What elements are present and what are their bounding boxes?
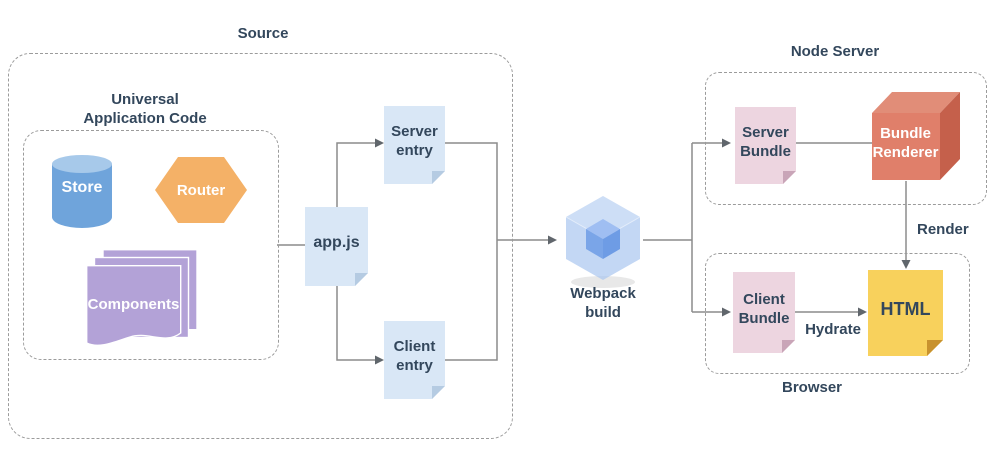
server-entry-label: Server entry — [391, 123, 438, 159]
store-cylinder-icon: Store — [52, 155, 112, 228]
html-label: HTML — [880, 298, 931, 319]
store-label: Store — [61, 179, 103, 196]
client-bundle-file-icon: Client Bundle — [733, 272, 795, 353]
source-label: Source — [237, 25, 289, 42]
store-cylinder-body — [52, 164, 112, 228]
client-entry-label: Client entry — [393, 338, 436, 374]
client-bundle-page-body — [733, 272, 795, 353]
server-bundle-file-icon: Server Bundle — [735, 107, 796, 184]
browser-container — [705, 253, 970, 374]
bundle-renderer-label: Bundle Renderer — [872, 125, 939, 161]
webpack-build-label: Webpack build — [570, 285, 636, 321]
components-sheets-icon — [86, 249, 198, 346]
bundle-renderer-cube-icon — [872, 92, 960, 180]
universal-application-code-container — [23, 130, 279, 360]
server-entry-file-icon: Server entry — [384, 106, 445, 184]
html-file-icon: HTML — [868, 270, 943, 356]
source-container — [8, 53, 513, 439]
appjs-file-icon: app.js — [305, 207, 368, 286]
webpack-cube-icon — [565, 196, 641, 288]
node-server-container — [705, 72, 987, 205]
universal-application-code-label: Universal Application Code — [83, 91, 207, 127]
hydrate-edge-label: Hydrate — [805, 321, 861, 338]
render-edge-label: Render — [917, 221, 969, 238]
node-server-label: Node Server — [790, 43, 880, 60]
appjs-label: app.js — [313, 234, 360, 251]
store-cylinder-top — [52, 155, 112, 173]
browser-label: Browser — [781, 379, 843, 396]
client-entry-file-icon: Client entry — [384, 321, 445, 399]
server-bundle-label: Server Bundle — [740, 123, 791, 160]
client-bundle-label: Client Bundle — [738, 290, 790, 327]
components-label: Components — [87, 296, 180, 313]
router-label: Router — [176, 181, 226, 199]
appjs-page-body — [305, 207, 368, 286]
